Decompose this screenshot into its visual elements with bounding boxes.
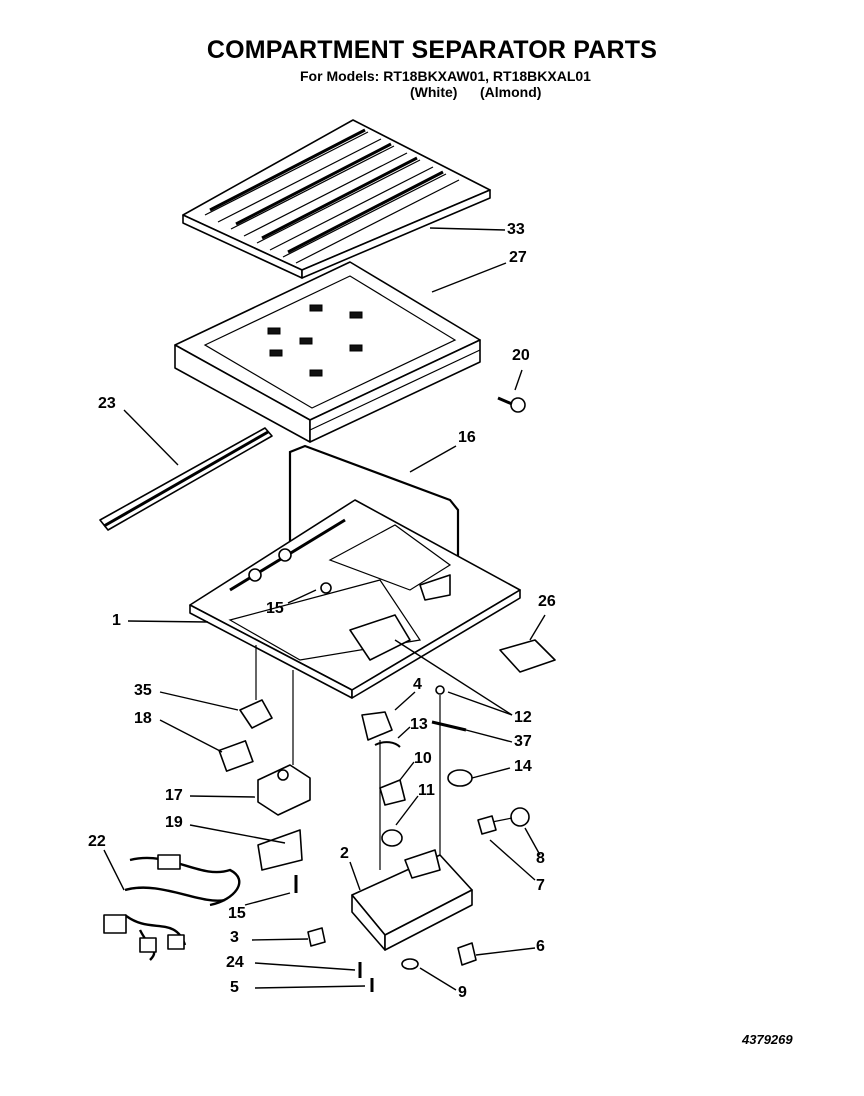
- callout-33: 33: [507, 221, 525, 238]
- callout-35: 35: [134, 682, 152, 699]
- part-3-clip: [307, 927, 326, 947]
- variant-white: (White): [410, 84, 458, 100]
- part-33-shelf-grille: [182, 119, 491, 279]
- callout-16: 16: [458, 429, 476, 446]
- callout-2: 2: [340, 845, 349, 862]
- callout-10: 10: [414, 750, 432, 767]
- callout-12: 12: [514, 709, 532, 726]
- callout-1: 1: [112, 612, 121, 629]
- part-9-foot: [401, 958, 419, 970]
- part-12-screw: [435, 685, 445, 865]
- part-27-frame: [174, 261, 481, 443]
- part-20-fastener: [497, 396, 526, 413]
- callout-13: 13: [410, 716, 428, 733]
- callout-11: 11: [418, 782, 435, 799]
- callout-26: 26: [538, 593, 556, 610]
- callout-15-upper: 15: [266, 600, 284, 617]
- part-13-spring: [374, 741, 401, 748]
- part-7-socket: [477, 815, 497, 835]
- models-line: For Models: RT18BKXAW01, RT18BKXAL01: [300, 68, 591, 84]
- part-6-terminal: [457, 942, 477, 966]
- page-title: COMPARTMENT SEPARATOR PARTS: [206, 36, 658, 64]
- callout-9: 9: [458, 984, 467, 1001]
- part-11-washer: [381, 829, 403, 847]
- callout-20: 20: [512, 347, 530, 364]
- callout-15-lower: 15: [228, 905, 246, 922]
- part-26-insulator: [499, 639, 556, 673]
- callout-27: 27: [509, 249, 527, 266]
- part-17-housing: [257, 670, 311, 816]
- part-35-clip: [239, 645, 273, 729]
- callout-23: 23: [98, 395, 116, 412]
- callout-37: 37: [514, 733, 532, 750]
- callout-22: 22: [88, 833, 106, 850]
- part-8-bulb: [491, 807, 530, 827]
- part-10-actuator: [379, 779, 406, 806]
- part-1-separator-panel: [189, 499, 521, 699]
- leader-lines: [103, 227, 546, 991]
- part-37-strap: [431, 720, 467, 732]
- part-23-strip: [99, 427, 273, 531]
- part-15-screw-upper: [320, 582, 332, 594]
- callout-18: 18: [134, 710, 152, 727]
- callout-7: 7: [536, 877, 545, 894]
- callout-4: 4: [413, 676, 422, 693]
- callout-14: 14: [514, 758, 532, 775]
- callout-8: 8: [536, 850, 545, 867]
- part-19-bracket: [257, 829, 303, 871]
- part-16-wire: [288, 444, 460, 630]
- part-4-knob: [361, 711, 393, 870]
- document-number: 4379269: [742, 1032, 793, 1047]
- callout-6: 6: [536, 938, 545, 955]
- callout-19: 19: [165, 814, 183, 831]
- callout-17: 17: [165, 787, 183, 804]
- part-22-harness: [103, 854, 241, 961]
- variant-almond: (Almond): [480, 84, 542, 100]
- callout-24: 24: [226, 954, 244, 971]
- part-14-gear: [447, 769, 473, 787]
- callout-3: 3: [230, 929, 239, 946]
- part-18-cover: [218, 740, 254, 772]
- part-2-control-housing: [351, 849, 473, 951]
- callout-5: 5: [230, 979, 239, 996]
